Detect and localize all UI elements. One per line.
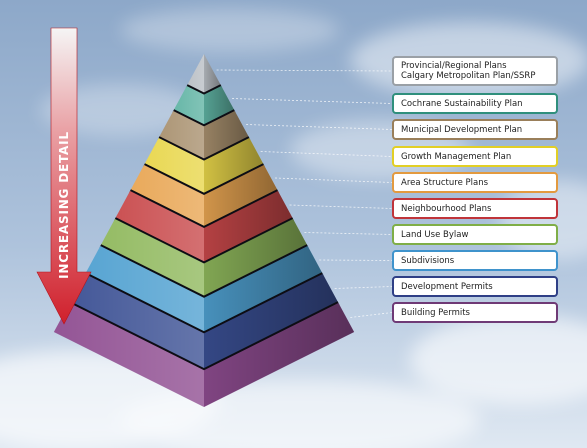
leader-line <box>334 286 393 289</box>
plan-label-text: Cochrane Sustainability Plan <box>401 98 523 109</box>
plan-label-text: Neighbourhood Plans <box>401 203 492 214</box>
plan-label-text: Provincial/Regional Plans <box>401 61 507 71</box>
pyramid-tier-area-structure-plans <box>129 165 279 231</box>
pyramid-tier-left-highlight <box>186 54 204 95</box>
plan-label-text: Municipal Development Plan <box>401 124 523 135</box>
leader-line <box>350 312 393 318</box>
leader-line <box>304 232 393 235</box>
pyramid-tier-left-highlight <box>173 86 204 127</box>
pyramid-tier-subdivisions <box>84 246 324 336</box>
plan-label-text: Subdivisions <box>401 255 455 266</box>
plan-label-text: Land Use Bylaw <box>401 229 469 240</box>
increasing-detail-label: INCREASING DETAIL <box>57 131 71 279</box>
plan-label-text: Building Permits <box>401 307 470 318</box>
leader-line <box>319 259 393 261</box>
pyramid-tier-left-highlight <box>130 165 204 228</box>
plan-label-development-permits: Development Permits <box>392 276 558 297</box>
leader-line <box>274 177 393 183</box>
pyramid-tier-right-shade <box>204 165 278 228</box>
leader-line <box>289 204 393 209</box>
increasing-detail-arrow <box>36 27 92 325</box>
pyramid-tier-left-highlight <box>158 111 204 161</box>
pyramid-tier-cochrane-sustainability-plan <box>172 86 236 129</box>
plan-label-land-use-bylaw: Land Use Bylaw <box>392 224 558 245</box>
pyramid-tier-right-shade <box>204 246 323 334</box>
plan-label-text: Calgary Metropolitan Plan/SSRP <box>401 71 536 81</box>
plan-label-growth-management-plan: Growth Management Plan <box>392 146 558 167</box>
pyramid-tier-right-shade <box>204 303 355 408</box>
plan-label-text: Development Permits <box>401 281 493 292</box>
pyramid-tier-left-highlight <box>144 138 204 195</box>
plan-label-area-structure-plans: Area Structure Plans <box>392 172 558 193</box>
plan-label-cochrane-sustainability-plan: Cochrane Sustainability Plan <box>392 93 558 114</box>
plan-label-municipal-development-plan: Municipal Development Plan <box>392 119 558 140</box>
pyramid-tier-right-shade <box>204 138 264 195</box>
pyramid-tier-left-highlight <box>69 274 204 371</box>
leader-line <box>216 69 393 72</box>
plan-label-text: Area Structure Plans <box>401 177 489 188</box>
pyramid-tier-left-highlight <box>53 303 204 408</box>
planning-pyramid <box>53 54 355 408</box>
plan-label-building-permits: Building Permits <box>392 302 558 323</box>
pyramid-tier-right-shade <box>204 219 308 298</box>
leader-lines <box>216 69 393 318</box>
pyramid-tier-development-permits <box>68 274 340 373</box>
plan-label-text: Growth Management Plan <box>401 151 512 162</box>
plan-label-neighbourhood-plans: Neighbourhood Plans <box>392 198 558 219</box>
pyramid-tier-right-shade <box>204 86 235 127</box>
pyramid-tier-building-permits <box>53 303 355 408</box>
pyramid-tier-right-shade <box>204 54 222 95</box>
leader-line <box>232 98 393 104</box>
leader-line <box>246 124 393 130</box>
pyramid-tier-right-shade <box>204 191 294 264</box>
pyramid-tier-left-highlight <box>85 246 204 334</box>
pyramid-tier-left-highlight <box>114 191 204 264</box>
plan-label-subdivisions: Subdivisions <box>392 250 558 271</box>
pyramid-tier-right-shade <box>204 111 250 161</box>
pyramid-tier-land-use-bylaw <box>99 219 309 301</box>
pyramid-tier-left-highlight <box>100 219 204 298</box>
leader-line <box>260 151 393 157</box>
pyramid-tier-neighbourhood-plans <box>114 191 294 266</box>
pyramid-tier-right-shade <box>204 274 339 371</box>
